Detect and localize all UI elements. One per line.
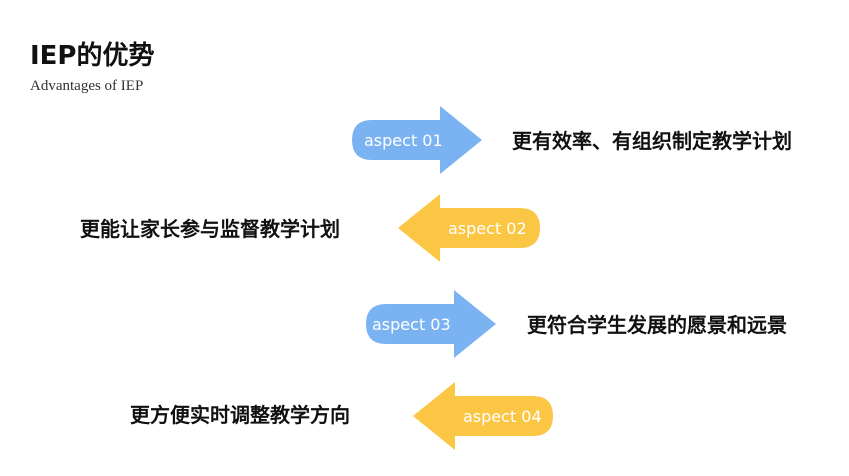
aspect-01-arrow: aspect 01	[352, 106, 482, 174]
aspect-03-arrow: aspect 03	[366, 290, 496, 358]
right-arrow-shape	[352, 106, 482, 174]
aspect-04-arrow: aspect 04	[413, 382, 553, 450]
aspect-02-arrow: aspect 02	[398, 194, 540, 262]
aspect-01-label: aspect 01	[364, 130, 443, 150]
aspect-04-description: 更方便实时调整教学方向	[130, 403, 350, 427]
aspect-03-label: aspect 03	[372, 314, 451, 334]
page-subtitle: Advantages of IEP	[30, 78, 144, 94]
left-arrow-shape	[413, 382, 553, 450]
page-title: IEP的优势	[30, 41, 155, 71]
aspect-03-description: 更符合学生发展的愿景和远景	[527, 313, 787, 337]
right-arrow-shape	[366, 290, 496, 358]
left-arrow-shape	[398, 194, 540, 262]
aspect-02-description: 更能让家长参与监督教学计划	[80, 217, 340, 241]
aspect-02-label: aspect 02	[448, 218, 527, 238]
aspect-04-label: aspect 04	[463, 406, 542, 426]
aspect-01-description: 更有效率、有组织制定教学计划	[512, 129, 792, 153]
